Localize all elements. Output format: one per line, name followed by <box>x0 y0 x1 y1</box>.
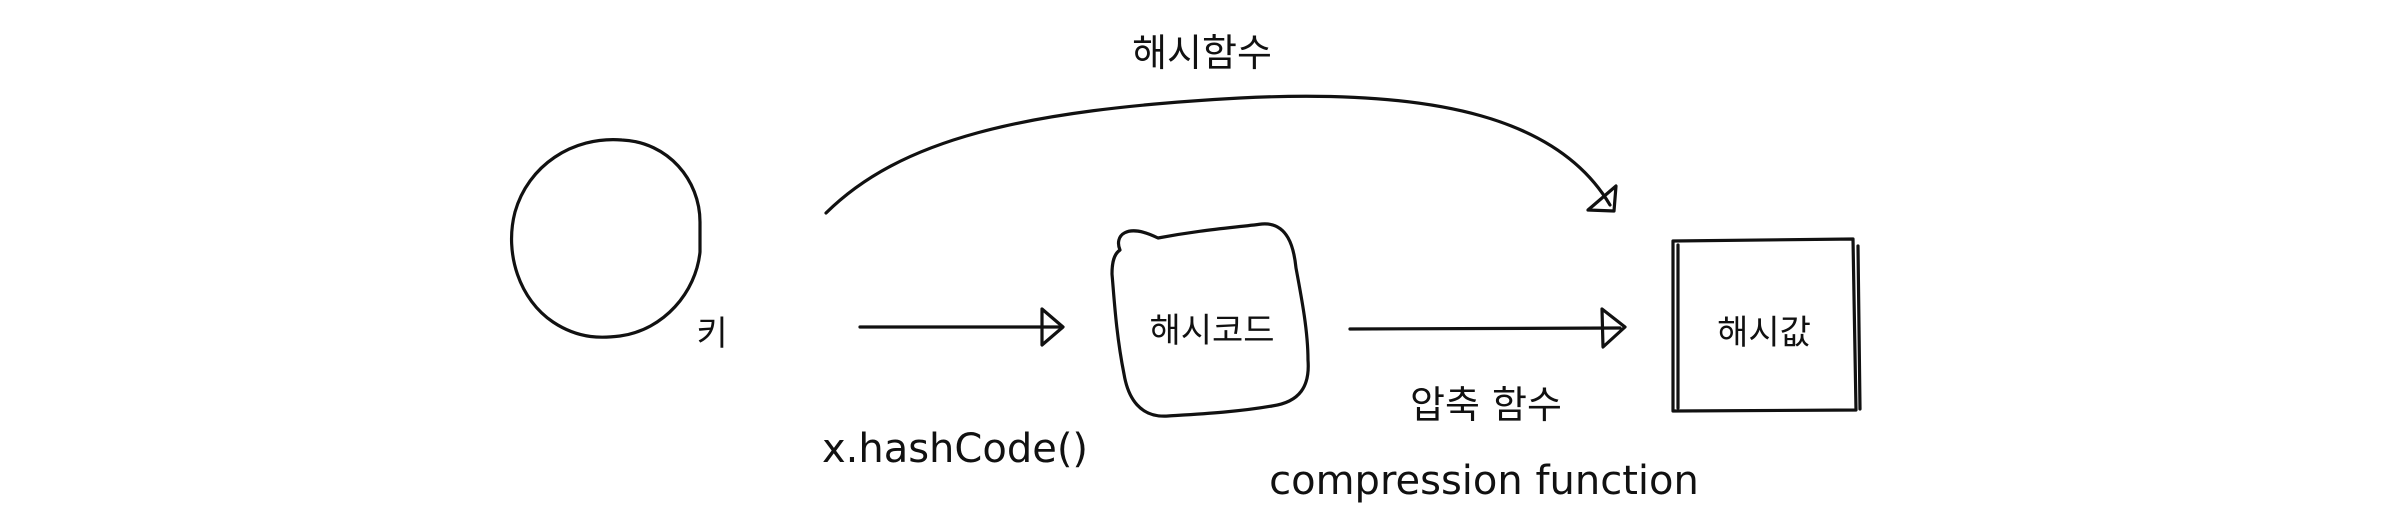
compression-arrowhead <box>1600 307 1627 349</box>
key-circle <box>510 138 702 339</box>
hash-value-label: 해시값 <box>1717 313 1811 353</box>
hash-value-node: 해시값 <box>1671 237 1862 413</box>
hash-function-edge <box>824 94 1618 215</box>
hash-function-arrowhead <box>1586 184 1618 213</box>
hash-code-method-label: x.hashCode() <box>822 426 1088 472</box>
hash-code-edge <box>858 307 1065 347</box>
compression-arrow-line <box>1348 326 1622 331</box>
compression-label-en: compression function <box>1269 458 1699 504</box>
compression-edge <box>1348 307 1627 349</box>
compression-label-ko: 압축 함수 <box>1410 383 1562 427</box>
key-label: 키 <box>696 314 727 354</box>
hash-code-arrowhead <box>1040 307 1065 347</box>
hash-code-box <box>1110 222 1310 418</box>
hash-value-box <box>1671 237 1858 413</box>
hash-value-box-edge-right <box>1856 244 1862 411</box>
hash-function-label: 해시함수 <box>1132 31 1272 75</box>
key-node: 키 <box>510 138 728 354</box>
hash-code-node: 해시코드 <box>1110 222 1310 418</box>
hash-code-label: 해시코드 <box>1149 311 1274 351</box>
hash-function-arc <box>824 94 1612 215</box>
